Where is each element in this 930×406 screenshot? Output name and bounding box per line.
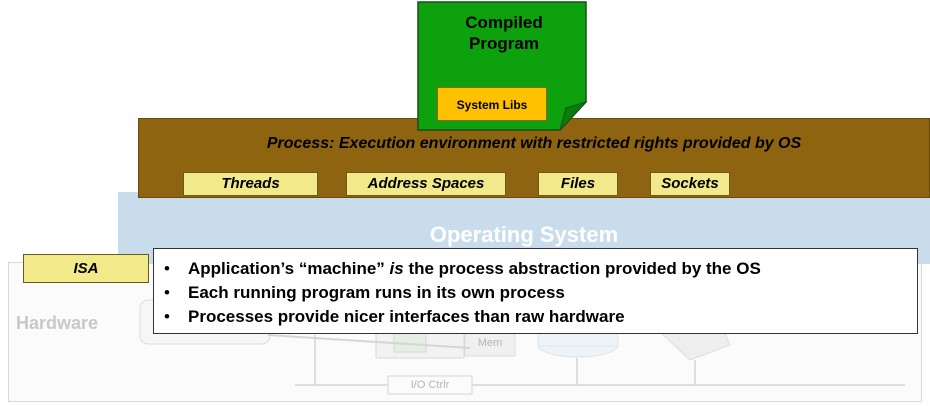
- bullet-dot: •: [164, 307, 170, 326]
- mem-block: [464, 329, 516, 357]
- process-layer: Threads Address Spaces Files Sockets: [138, 118, 930, 198]
- bullet-dot: •: [164, 283, 170, 302]
- process-description: Process: Execution environment with rest…: [266, 135, 802, 152]
- callout-box: •Application’s “machine” is the process …: [153, 248, 918, 334]
- program-title-line2: Program: [469, 34, 539, 53]
- bullet-dot: •: [164, 259, 170, 278]
- bus-line: [267, 334, 471, 349]
- system-libs-box: System Libs: [437, 87, 547, 121]
- chip-sockets: Sockets: [650, 172, 730, 196]
- chip-threads: Threads: [183, 172, 318, 196]
- bullet-1: •Application’s “machine” is the process …: [164, 259, 761, 278]
- program-title-line1: Compiled: [465, 13, 543, 32]
- compiled-program-title: Compiled Program: [418, 12, 590, 54]
- io-ctrlr-label: I/O Ctrlr: [410, 379, 450, 391]
- hardware-label: Hardware: [16, 313, 99, 333]
- bullet-2: •Each running program runs in its own pr…: [164, 283, 565, 302]
- bullet-3: •Processes provide nicer interfaces than…: [164, 307, 625, 326]
- io-ctrlr-box: [387, 375, 473, 395]
- os-title: Operating System: [429, 222, 619, 247]
- isa-box: ISA: [23, 254, 149, 283]
- mem-label: Mem: [477, 337, 503, 349]
- chip-files: Files: [538, 172, 618, 196]
- chip-address-spaces: Address Spaces: [346, 172, 506, 196]
